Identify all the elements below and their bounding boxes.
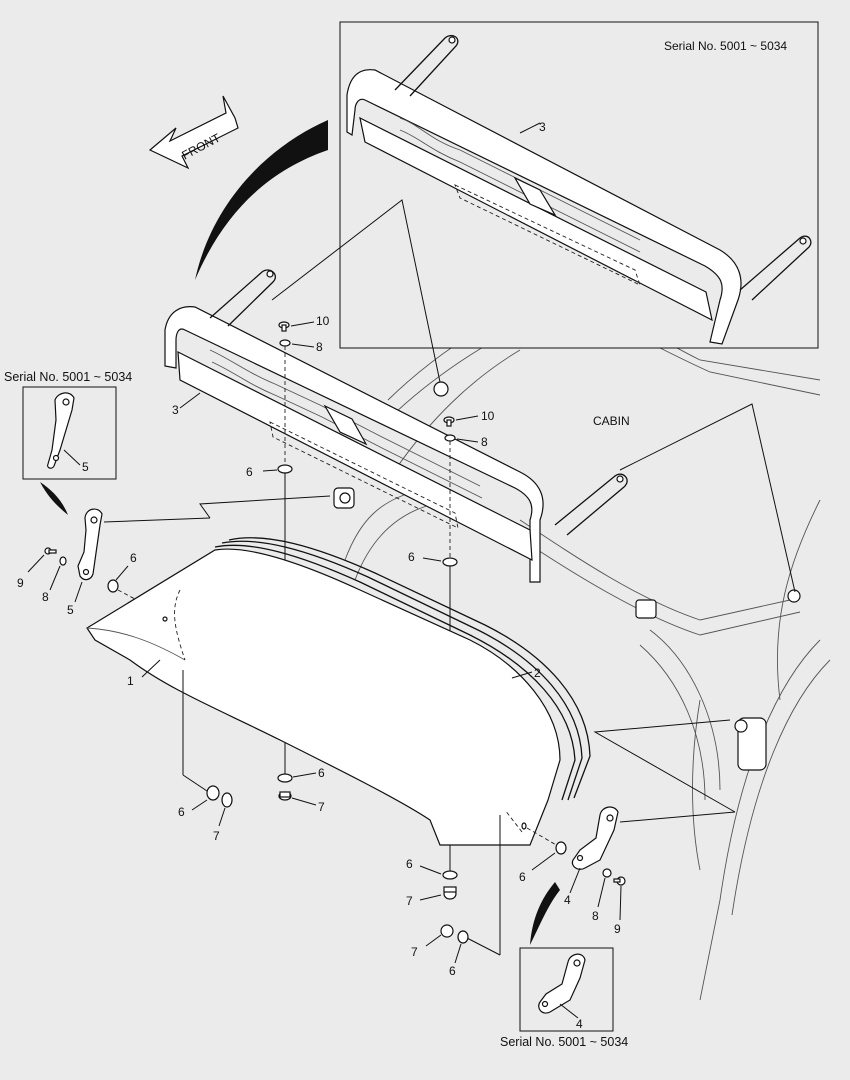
- right-mount-hardware: 6 4 8 9: [519, 719, 736, 936]
- detail-arrow-bottom: [530, 882, 560, 945]
- callout-7-lowleft: 7: [213, 829, 220, 843]
- callout-5-inset: 5: [82, 460, 89, 474]
- callout-8-top: 8: [316, 340, 323, 354]
- serial-note-left: Serial No. 5001 ~ 5034: [4, 370, 132, 384]
- callout-10-top: 10: [316, 314, 330, 328]
- callout-6-left: 6: [246, 465, 253, 479]
- callout-4-right: 4: [564, 893, 571, 907]
- callout-7-bot: 7: [406, 894, 413, 908]
- serial-note-top-right: Serial No. 5001 ~ 5034: [664, 39, 787, 53]
- callout-6-bot: 6: [406, 857, 413, 871]
- callout-6-lowleft: 6: [178, 805, 185, 819]
- callout-8-left: 8: [42, 590, 49, 604]
- callout-8-right: 8: [592, 909, 599, 923]
- inset-box-bottom: 4 Serial No. 5001 ~ 5034: [500, 947, 628, 1049]
- callout-6-center: 6: [408, 550, 415, 564]
- callout-6-bot2: 6: [449, 964, 456, 978]
- callout-8-mid: 8: [481, 435, 488, 449]
- left-mount-hardware: 9 8 5 6: [17, 495, 331, 617]
- sun-visor-panel-1: 1: [86, 548, 561, 846]
- callout-7-lower: 7: [318, 800, 325, 814]
- callout-5-left: 5: [67, 603, 74, 617]
- detail-arrow-top: [195, 120, 328, 280]
- lower-left-nuts: 6 7: [178, 670, 233, 843]
- callout-10-mid: 10: [481, 409, 495, 423]
- callout-1: 1: [127, 674, 134, 688]
- callout-6-left-b: 6: [130, 551, 137, 565]
- cabin-structure: CABIN: [333, 249, 831, 1001]
- callout-3-main: 3: [172, 403, 179, 417]
- cabin-label: CABIN: [593, 414, 630, 428]
- inset-box-top-right: Serial No. 5001 ~ 5034 3: [339, 21, 819, 349]
- serial-note-bottom: Serial No. 5001 ~ 5034: [500, 1035, 628, 1049]
- callout-9-left: 9: [17, 576, 24, 590]
- callout-6-right: 6: [519, 870, 526, 884]
- front-direction-arrow: FRONT: [148, 95, 239, 170]
- callout-7-bot2: 7: [411, 945, 418, 959]
- bottom-center-nuts: 6 7 7 6: [406, 815, 501, 978]
- callout-9-right: 9: [614, 922, 621, 936]
- callout-4-inset: 4: [576, 1017, 583, 1031]
- detail-arrow-left: [40, 482, 68, 515]
- callout-3-inset: 3: [539, 120, 546, 134]
- seal-strip-2: 2: [214, 537, 591, 801]
- front-bracket-3: 3: [164, 269, 628, 583]
- callout-2: 2: [534, 666, 541, 680]
- inset-box-left: Serial No. 5001 ~ 5034 5: [4, 370, 132, 480]
- callout-6-lower: 6: [318, 766, 325, 780]
- lower-center-nuts: 6 7: [277, 766, 325, 814]
